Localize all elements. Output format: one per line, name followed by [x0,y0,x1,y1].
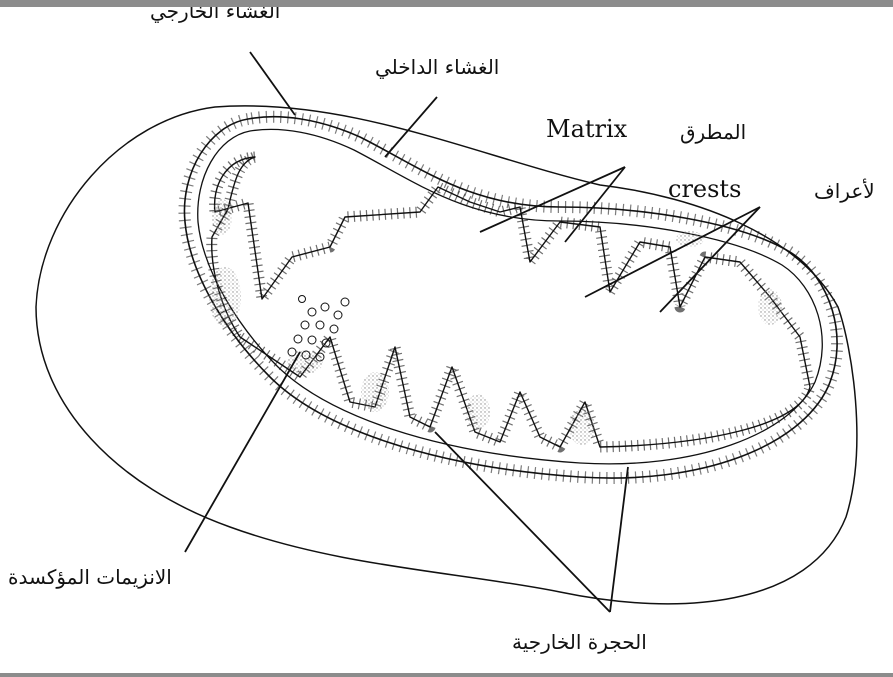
label-matrix-english: Matrix [546,117,627,141]
stippled-shading [209,199,782,445]
leader-enzymes [185,352,300,552]
label-outer-membrane: الغشاء الخارجي [150,1,280,21]
label-crests-english: crests [668,177,741,201]
label-oxidative-enzymes: الانزيمات المؤكسدة [8,567,172,587]
label-outer-compartment: الحجرة الخارجية [512,632,647,652]
label-matrix-arabic: المطرق [680,122,746,142]
label-inner-membrane: الغشاء الداخلي [375,57,499,77]
label-crests-arabic: لأعراف [814,181,875,201]
leader-lines [185,52,760,612]
leader-space-b [610,467,628,612]
